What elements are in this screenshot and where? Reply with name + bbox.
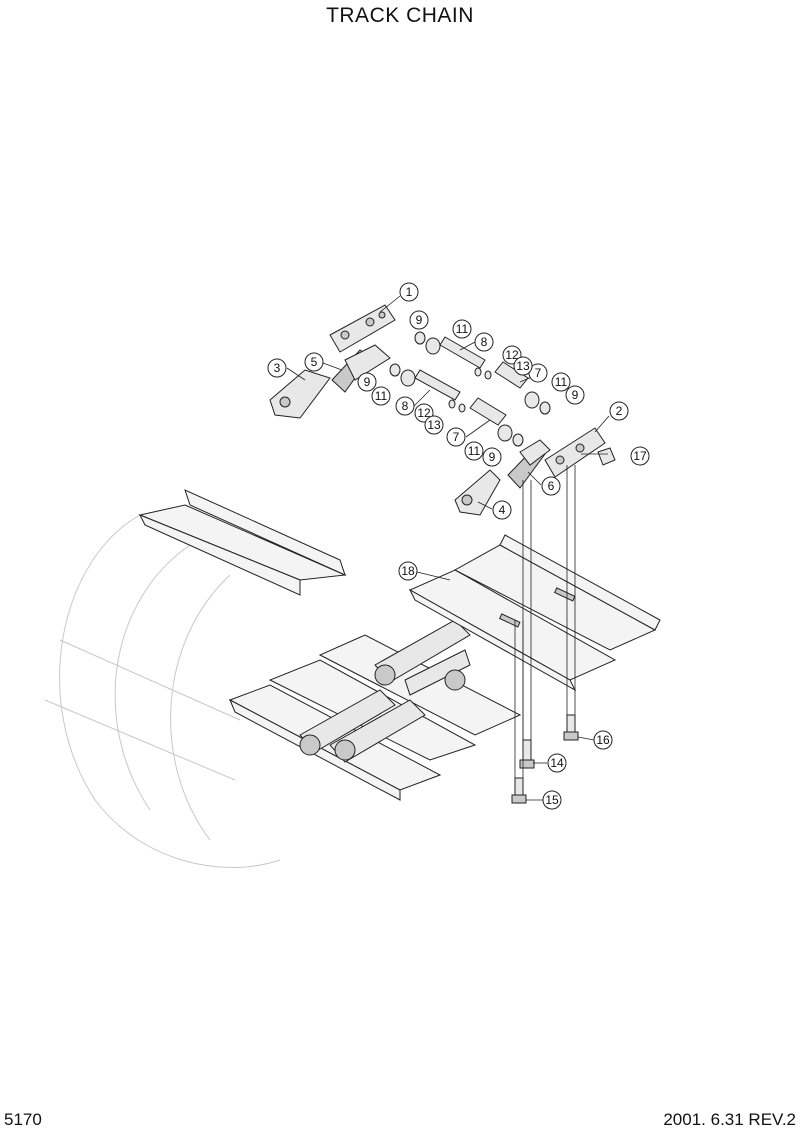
link-3 [269,369,331,419]
link-2 [544,427,606,478]
assembled-track-section [228,619,522,801]
svg-text:9: 9 [489,450,496,464]
link-4 [454,469,501,516]
link-5 [331,344,391,393]
callouts: 1 2 3 4 5 6 7 7 8 8 9 9 9 9 11 11 11 11 … [267,282,650,810]
callout-2: 2 [609,401,629,421]
callout-11d: 11 [464,441,484,461]
svg-text:3: 3 [274,361,281,375]
callout-11a: 11 [452,319,472,339]
callout-13b: 13 [424,415,444,435]
svg-text:9: 9 [416,313,423,327]
track-loop-outline [44,514,281,868]
callout-11b: 11 [371,386,391,406]
bolt-14 [519,739,535,769]
callout-8a: 8 [474,332,494,352]
link-1 [329,304,396,353]
callout-9a: 9 [409,310,429,330]
link-6 [507,439,551,489]
svg-text:8: 8 [481,335,488,349]
svg-text:6: 6 [548,479,555,493]
pins-and-bushings [389,331,551,447]
svg-text:13: 13 [516,359,530,373]
svg-text:12: 12 [505,348,519,362]
callout-4: 4 [492,500,512,520]
callout-9d: 9 [482,447,502,467]
svg-text:11: 11 [456,322,469,336]
svg-text:5: 5 [311,355,318,369]
callout-8b: 8 [395,396,415,416]
svg-text:17: 17 [633,449,647,463]
svg-text:7: 7 [535,366,542,380]
track-shoe-18 [408,534,661,692]
callout-5: 5 [304,352,324,372]
nut-17 [597,447,616,466]
svg-text:18: 18 [401,564,415,578]
page-title: TRACK CHAIN [326,4,474,27]
callout-11c: 11 [551,372,571,392]
page-number: 5170 [4,1110,42,1129]
svg-text:9: 9 [364,375,371,389]
svg-text:11: 11 [375,389,388,403]
bolt-16 [563,714,579,741]
svg-text:1: 1 [406,285,413,299]
svg-text:11: 11 [468,444,481,458]
svg-text:13: 13 [427,418,441,432]
callout-1: 1 [399,282,419,302]
bolt-15 [511,777,527,804]
callout-9c: 9 [565,385,585,405]
svg-text:15: 15 [545,793,559,807]
svg-text:8: 8 [402,399,409,413]
bolt-guide-lines [514,465,576,778]
svg-text:9: 9 [572,388,579,402]
svg-text:4: 4 [499,503,506,517]
callout-6: 6 [541,476,561,496]
callout-17: 17 [630,446,650,466]
revision-label: 2001. 6.31 REV.2 [663,1110,796,1129]
callout-15: 15 [542,790,562,810]
callout-14: 14 [547,753,567,773]
svg-text:16: 16 [596,733,610,747]
track-shoe-upper-left [138,489,347,596]
callout-18: 18 [398,561,418,581]
callout-7b: 7 [446,427,466,447]
callout-13a: 13 [513,356,533,376]
callout-9b: 9 [357,372,377,392]
svg-text:12: 12 [417,406,431,420]
svg-text:2: 2 [616,404,623,418]
callout-3: 3 [267,358,287,378]
svg-text:14: 14 [550,756,564,770]
svg-text:11: 11 [555,375,568,389]
svg-text:7: 7 [453,430,460,444]
callout-16: 16 [593,730,613,750]
